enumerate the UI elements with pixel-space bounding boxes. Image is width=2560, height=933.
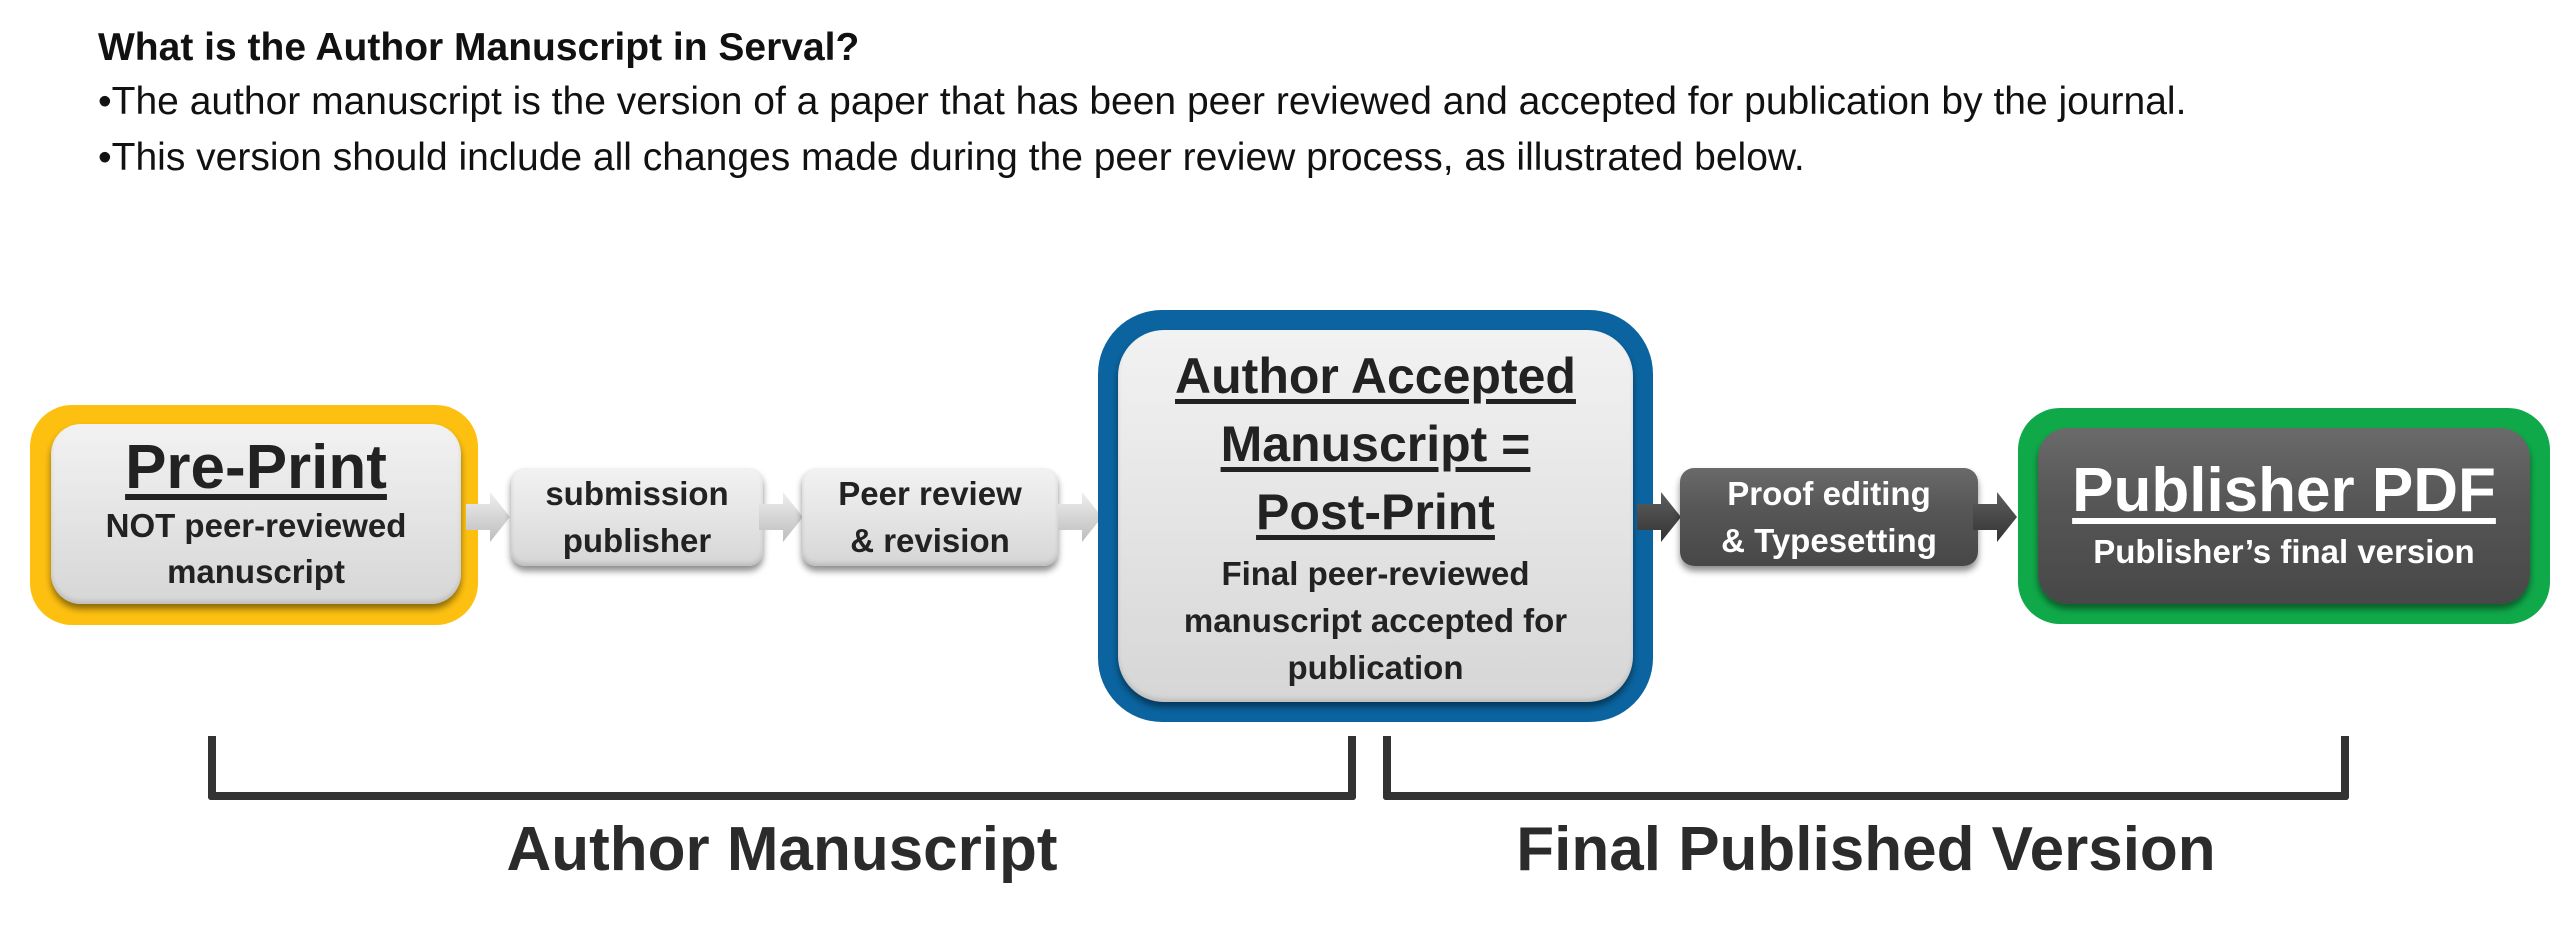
accepted-subtitle-line3: publication [1287, 648, 1464, 686]
preprint-subtitle-line1: NOT peer-reviewed [105, 507, 407, 544]
publisher-subtitle: Publisher’s final version [2093, 533, 2475, 570]
accepted-title-line1: Author Accepted [1175, 347, 1576, 404]
submission-line2: publisher [562, 522, 712, 559]
author-manuscript-bracket [208, 736, 1356, 800]
intro-text: What is the Author Manuscript in Serval?… [98, 22, 2186, 186]
accepted-title-line2: Manuscript = [1220, 415, 1531, 472]
publisher-box: Publisher PDF Publisher’s final version [2038, 428, 2530, 604]
intro-bullet-2: •This version should include all changes… [98, 136, 1805, 179]
submission-line1: submission [545, 475, 729, 512]
accepted-title-line3: Post-Print [1256, 483, 1495, 540]
arrow-right-icon [466, 492, 510, 542]
accepted-subtitle-line1: Final peer-reviewed [1221, 554, 1530, 592]
proof-line2: & Typesetting [1721, 522, 1937, 559]
preprint-box: Pre-Print NOT peer-reviewed manuscript [51, 424, 461, 604]
submission-step: submission publisher [511, 468, 763, 566]
publisher-title: Publisher PDF [2072, 456, 2496, 525]
peer-review-line1: Peer review [838, 475, 1022, 512]
arrow-right-icon [1637, 492, 1681, 542]
final-published-label: Final Published Version [1516, 815, 2216, 884]
proof-line1: Proof editing [1727, 475, 1931, 512]
final-published-bracket [1383, 736, 2349, 800]
preprint-subtitle-line2: manuscript [167, 553, 345, 590]
arrow-right-icon [759, 492, 803, 542]
peer-review-step: Peer review & revision [802, 468, 1058, 566]
proof-editing-step: Proof editing & Typesetting [1680, 468, 1978, 566]
accepted-subtitle-line2: manuscript accepted for [1183, 601, 1568, 639]
intro-title: What is the Author Manuscript in Serval? [98, 26, 860, 69]
peer-review-line2: & revision [850, 522, 1010, 559]
accepted-box: Author Accepted Manuscript = Post-Print … [1118, 330, 1633, 702]
preprint-title: Pre-Print [125, 433, 387, 502]
arrow-right-icon [1973, 492, 2017, 542]
intro-bullet-1: •The author manuscript is the version of… [98, 80, 2187, 123]
author-manuscript-label: Author Manuscript [506, 815, 1058, 884]
arrow-right-icon [1058, 492, 1102, 542]
